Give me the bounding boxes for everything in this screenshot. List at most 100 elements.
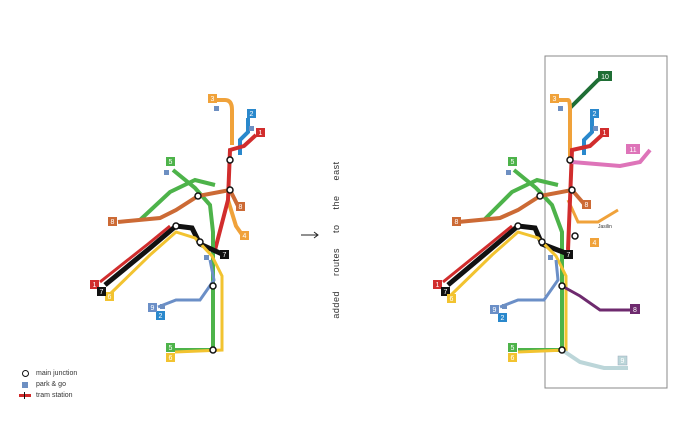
line-badge [490,305,499,314]
route-purple [561,284,640,312]
line-badge [508,157,517,166]
line-badge-label: 6 [450,296,454,303]
junction-marker [566,156,574,164]
line-badge [550,94,559,103]
line-badge [452,217,461,226]
park-go-icon [502,304,507,309]
park-go-icon [214,106,219,111]
line-badge-label: 1 [603,130,607,137]
junction-marker [196,238,204,246]
route-red-west [442,224,513,284]
junction-marker [209,282,217,290]
line-badge [441,287,450,296]
line-badge-label: 4 [593,240,597,247]
original-route-map: 1 2 3 4 5 5 6 6 7 7 8 8 2 1 [90,94,265,362]
junction-marker [209,346,217,354]
line-badge [598,71,612,81]
line-badge-label: 3 [553,96,557,103]
line-badge-label: 5 [169,159,173,166]
proposed-route-map: Jasilin 1 7 6 2 9 3 2 1 10 11 5 8 [433,55,668,389]
transition-arrow [301,231,319,239]
route-grayblue [499,259,560,309]
route-orange [558,98,572,160]
junction-marker [226,186,234,194]
park-go-icon [548,255,553,260]
line-badge-label: 5 [511,159,515,166]
park-go-icon [204,255,209,260]
route-yellow [106,230,224,354]
route-blue-north [582,118,594,155]
park-go-icon [506,170,511,175]
line-badge [508,353,517,362]
junction-marker [194,192,202,200]
line-badge [590,238,599,247]
legend-item-junction: main junction [18,368,77,379]
line-badge [148,303,157,312]
legend-label: main junction [36,370,78,377]
legend-item-tram: tram station [18,390,77,401]
route-red [213,133,258,251]
route-orange-east [566,199,619,224]
line-badge [498,313,507,322]
line-badge [208,94,217,103]
line-badge [166,157,175,166]
caption-word: to [331,224,341,233]
junction-marker [536,192,544,200]
park-go-icon [18,381,32,388]
line-badges-left: 1 2 3 4 5 5 6 6 7 7 8 8 2 1 [90,94,265,362]
junction-marker [514,222,522,230]
line-badge [256,128,265,137]
line-badge [156,311,165,320]
line-badge-label: 5 [169,345,173,352]
junction-marker [568,186,576,194]
line-badge-label: 1 [436,282,440,289]
line-badge [582,200,591,209]
route-green-west [138,177,216,222]
park-go-icon [160,304,165,309]
caption-word: the [331,195,341,210]
line-badge-label: 7 [567,252,571,259]
line-badge-label: 8 [455,219,459,226]
map-legend: main junction park & go tram station [18,368,77,401]
caption-word: added [331,291,341,319]
line-badge-label: 8 [585,202,589,209]
line-badge [97,287,106,296]
line-badge [600,128,609,137]
park-go-icon [558,106,563,111]
line-badge [247,109,256,118]
line-badge [90,280,99,289]
route-lightcyan [560,348,628,370]
park-go-icon [593,126,598,131]
line-badge [220,250,229,259]
route-brown [457,187,587,224]
junction-icon [18,370,32,377]
route-grayblue [157,259,216,309]
line-badge [166,353,175,362]
line-badge [105,292,114,301]
route-green-west [482,177,559,222]
junction-marker [571,232,579,240]
line-badge-label: 3 [211,96,215,103]
caption-word: routes [331,248,341,277]
line-badge-label: 2 [593,111,597,118]
line-badge [166,343,175,352]
caption-added-routes: added routes to the east [331,155,341,324]
legend-label: tram station [36,392,73,399]
junction-marker [226,156,234,164]
line-badge-label: 6 [511,355,515,362]
line-badge [108,217,117,226]
junction-marker [558,346,566,354]
route-red [566,133,604,251]
legend-label: park & go [36,381,66,388]
highway-label: Jasilin [598,224,612,230]
line-badge [564,250,573,259]
line-badge-label: 9 [151,305,155,312]
tram-station-icon [18,392,32,399]
line-badge [508,343,517,352]
caption-word: east [331,161,341,181]
line-badge-label: 4 [243,233,247,240]
park-go-icon [249,126,254,131]
route-orange [213,98,234,145]
line-badge-label: 9 [621,358,625,365]
line-badge [236,202,245,211]
